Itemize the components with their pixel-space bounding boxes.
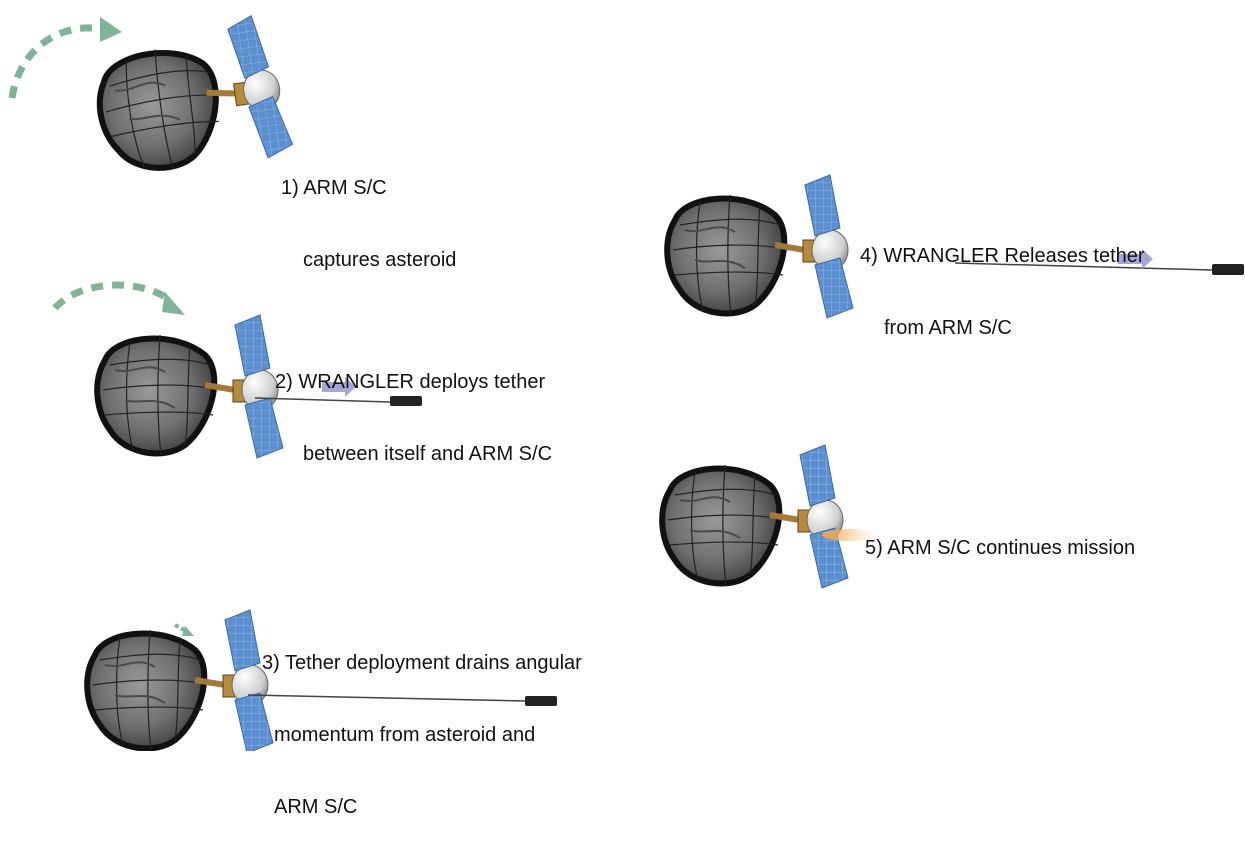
step-5-caption: 5) ARM S/C continues mission [865, 488, 1135, 584]
step-2-line-1: 2) WRANGLER deploys tether [275, 371, 546, 393]
rotation-arrow-icon [52, 281, 173, 311]
step-4-line-2: from ARM S/C [884, 317, 1012, 339]
step-2-graphic [52, 281, 422, 458]
rotation-arrow-icon [174, 623, 189, 634]
asteroid-spacecraft-2-icon [97, 315, 283, 458]
step-3-line-1: 3) Tether deployment drains angular [262, 652, 582, 674]
step-3-line-3: ARM S/C [274, 796, 358, 818]
asteroid-spacecraft-5-icon [662, 445, 848, 588]
step-1-line-2: captures asteroid [303, 249, 457, 271]
rotation-arrowhead-icon [100, 17, 122, 42]
motion-arrow-icon [1118, 249, 1153, 269]
tether-line [254, 397, 391, 403]
step-4-line-1: 4) WRANGLER Releases tether [860, 245, 1145, 267]
step-3-graphic [87, 610, 557, 751]
rotation-arrowhead-icon [162, 292, 185, 315]
step-4-graphic [667, 175, 1244, 318]
step-2-line-2: between itself and ARM S/C [303, 443, 553, 465]
tether-line [247, 694, 526, 702]
wrangler-device-icon [1212, 264, 1244, 275]
step-1-line-1: 1) ARM S/C [281, 177, 387, 199]
motion-arrow-icon [322, 377, 356, 397]
step-5-graphic [662, 445, 878, 588]
step-2-caption: 2) WRANGLER deploys tether between itsel… [275, 322, 552, 490]
tether-line [954, 262, 1213, 271]
asteroid-spacecraft-4-icon [667, 175, 853, 318]
rotation-arrow-icon [8, 24, 109, 99]
rotation-arrowhead-icon [182, 626, 194, 636]
step-1-graphic [8, 13, 294, 180]
wrangler-device-icon [525, 696, 557, 706]
wrangler-device-icon [390, 396, 422, 406]
asteroid-spacecraft-3-icon [87, 610, 273, 751]
tether-deployment-diagram [8, 0, 1244, 751]
step-5-line-1: 5) ARM S/C continues mission [865, 537, 1136, 559]
thruster-plume-icon [822, 529, 878, 541]
step-3-line-2: momentum from asteroid and [274, 724, 536, 746]
asteroid-spacecraft-1-icon [90, 13, 294, 180]
step-3-caption: 3) Tether deployment drains angular mome… [262, 603, 582, 843]
step-1-caption: 1) ARM S/C captures asteroid [281, 128, 456, 296]
step-4-caption: 4) WRANGLER Releases tether from ARM S/C [860, 196, 1145, 364]
